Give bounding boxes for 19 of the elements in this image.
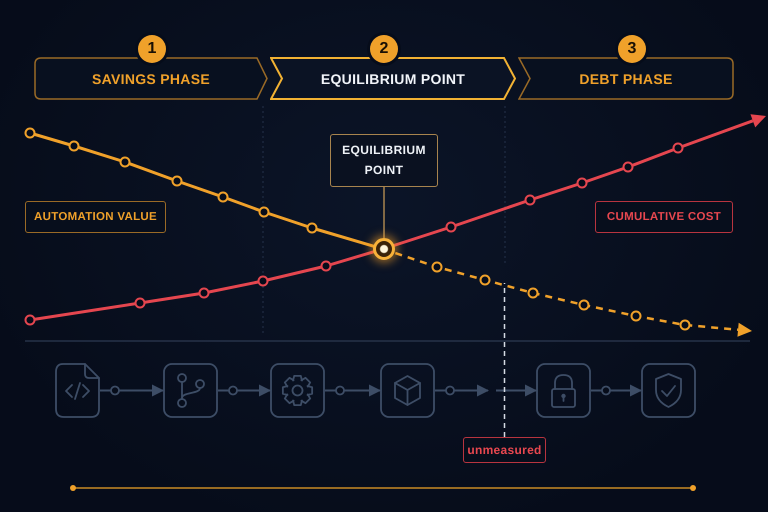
step-number: 3 — [618, 35, 646, 63]
arrow — [325, 384, 381, 396]
arrow — [435, 384, 489, 396]
phase-title: DEBT PHASE — [579, 70, 673, 86]
status-label: unmeasured — [463, 437, 546, 463]
arrow — [218, 384, 271, 396]
step-number: 2 — [370, 35, 398, 63]
arrow — [591, 384, 642, 396]
cube-icon — [380, 363, 435, 418]
code-file-icon — [55, 363, 100, 418]
shield-check-icon — [641, 363, 696, 418]
phase-title: EQUILIBRIUM POINT — [320, 70, 466, 86]
phase-title: SAVINGS PHASE — [92, 70, 210, 86]
arrow — [100, 384, 164, 396]
step-number: 1 — [138, 35, 166, 63]
arrow — [496, 384, 537, 396]
gear-icon — [270, 363, 325, 418]
lock-icon — [536, 363, 591, 418]
git-branch-icon — [163, 363, 218, 418]
